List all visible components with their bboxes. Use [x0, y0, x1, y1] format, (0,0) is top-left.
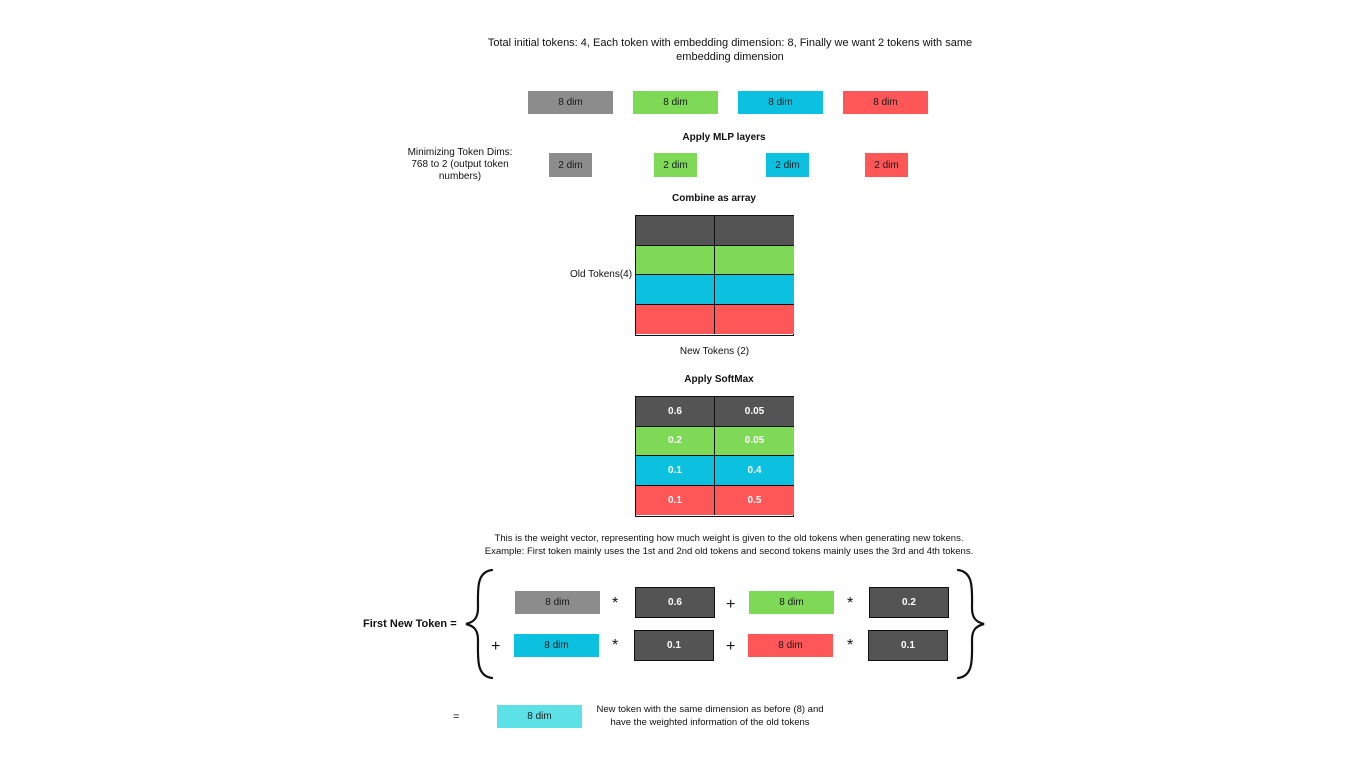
new-tokens-axis-label: New Tokens (2)	[679, 346, 750, 357]
softmax-cell: 0.1	[636, 485, 715, 515]
mlp-side-line-2: 768 to 2 (output token	[411, 159, 509, 170]
title-line-1: Total initial tokens: 4, Each token with…	[487, 37, 973, 49]
combined-cell	[715, 216, 794, 246]
combined-cell	[636, 216, 715, 246]
first-new-token-label: First New Token =	[363, 618, 457, 630]
combined-cell	[715, 275, 794, 305]
right-brace-icon	[956, 568, 985, 680]
equation-token-2: 8 dim	[749, 591, 834, 614]
softmax-array: 0.6 0.05 0.2 0.05 0.1 0.4 0.1 0.5	[635, 396, 794, 517]
equals-symbol: =	[453, 711, 460, 723]
initial-token-2: 8 dim	[633, 91, 718, 114]
equation-weight-3: 0.1	[634, 630, 714, 661]
combined-cell	[636, 275, 715, 305]
softmax-cell: 0.6	[636, 397, 715, 427]
mlp-side-line-3: numbers)	[438, 171, 482, 182]
reduced-token-1: 2 dim	[549, 153, 592, 177]
mlp-step-label: Apply MLP layers	[682, 132, 766, 143]
equation-token-3: 8 dim	[514, 634, 599, 657]
initial-token-4: 8 dim	[843, 91, 928, 114]
plus-symbol: +	[726, 638, 736, 655]
equation-weight-1: 0.6	[635, 587, 715, 618]
diagram-title: Total initial tokens: 4, Each token with…	[430, 36, 1030, 64]
combined-cell	[715, 304, 794, 334]
initial-token-1: 8 dim	[528, 91, 613, 114]
plus-symbol: +	[726, 596, 736, 613]
softmax-cell: 0.2	[636, 426, 715, 456]
equation-weight-2: 0.2	[869, 587, 949, 618]
left-brace-icon	[465, 568, 494, 680]
equation-token-1: 8 dim	[515, 591, 600, 614]
explanation-line-2: Example: First token mainly uses the 1st…	[484, 545, 974, 557]
result-token: 8 dim	[497, 705, 582, 728]
multiply-symbol: *	[612, 637, 619, 654]
initial-token-3: 8 dim	[738, 91, 823, 114]
multiply-symbol: *	[612, 595, 619, 612]
softmax-step-label: Apply SoftMax	[684, 374, 754, 385]
combine-step-label: Combine as array	[672, 193, 756, 204]
mlp-side-note: Minimizing Token Dims: 768 to 2 (output …	[395, 147, 525, 183]
combined-cell	[636, 304, 715, 334]
equation-weight-4: 0.1	[868, 630, 948, 661]
combined-array	[635, 215, 794, 336]
mlp-side-line-1: Minimizing Token Dims:	[407, 147, 513, 158]
softmax-cell: 0.5	[715, 485, 794, 515]
multiply-symbol: *	[847, 595, 854, 612]
result-note-line-2: have the weighted information of the old…	[610, 716, 810, 728]
combined-cell	[636, 245, 715, 275]
reduced-token-3: 2 dim	[766, 153, 809, 177]
multiply-symbol: *	[847, 637, 854, 654]
combined-cell	[715, 245, 794, 275]
result-note-line-1: New token with the same dimension as bef…	[596, 704, 824, 715]
plus-symbol: +	[491, 638, 501, 655]
softmax-cell: 0.1	[636, 456, 715, 486]
softmax-cell: 0.05	[715, 426, 794, 456]
reduced-token-4: 2 dim	[865, 153, 908, 177]
result-note: New token with the same dimension as bef…	[585, 704, 835, 729]
reduced-token-2: 2 dim	[654, 153, 697, 177]
softmax-cell: 0.05	[715, 397, 794, 427]
softmax-cell: 0.4	[715, 456, 794, 486]
explanation-line-1: This is the weight vector, representing …	[494, 533, 964, 544]
weight-explanation: This is the weight vector, representing …	[414, 533, 1044, 558]
old-tokens-axis-label: Old Tokens(4)	[570, 269, 633, 280]
equation-token-4: 8 dim	[748, 634, 833, 657]
title-line-2: embedding dimension	[676, 51, 784, 63]
